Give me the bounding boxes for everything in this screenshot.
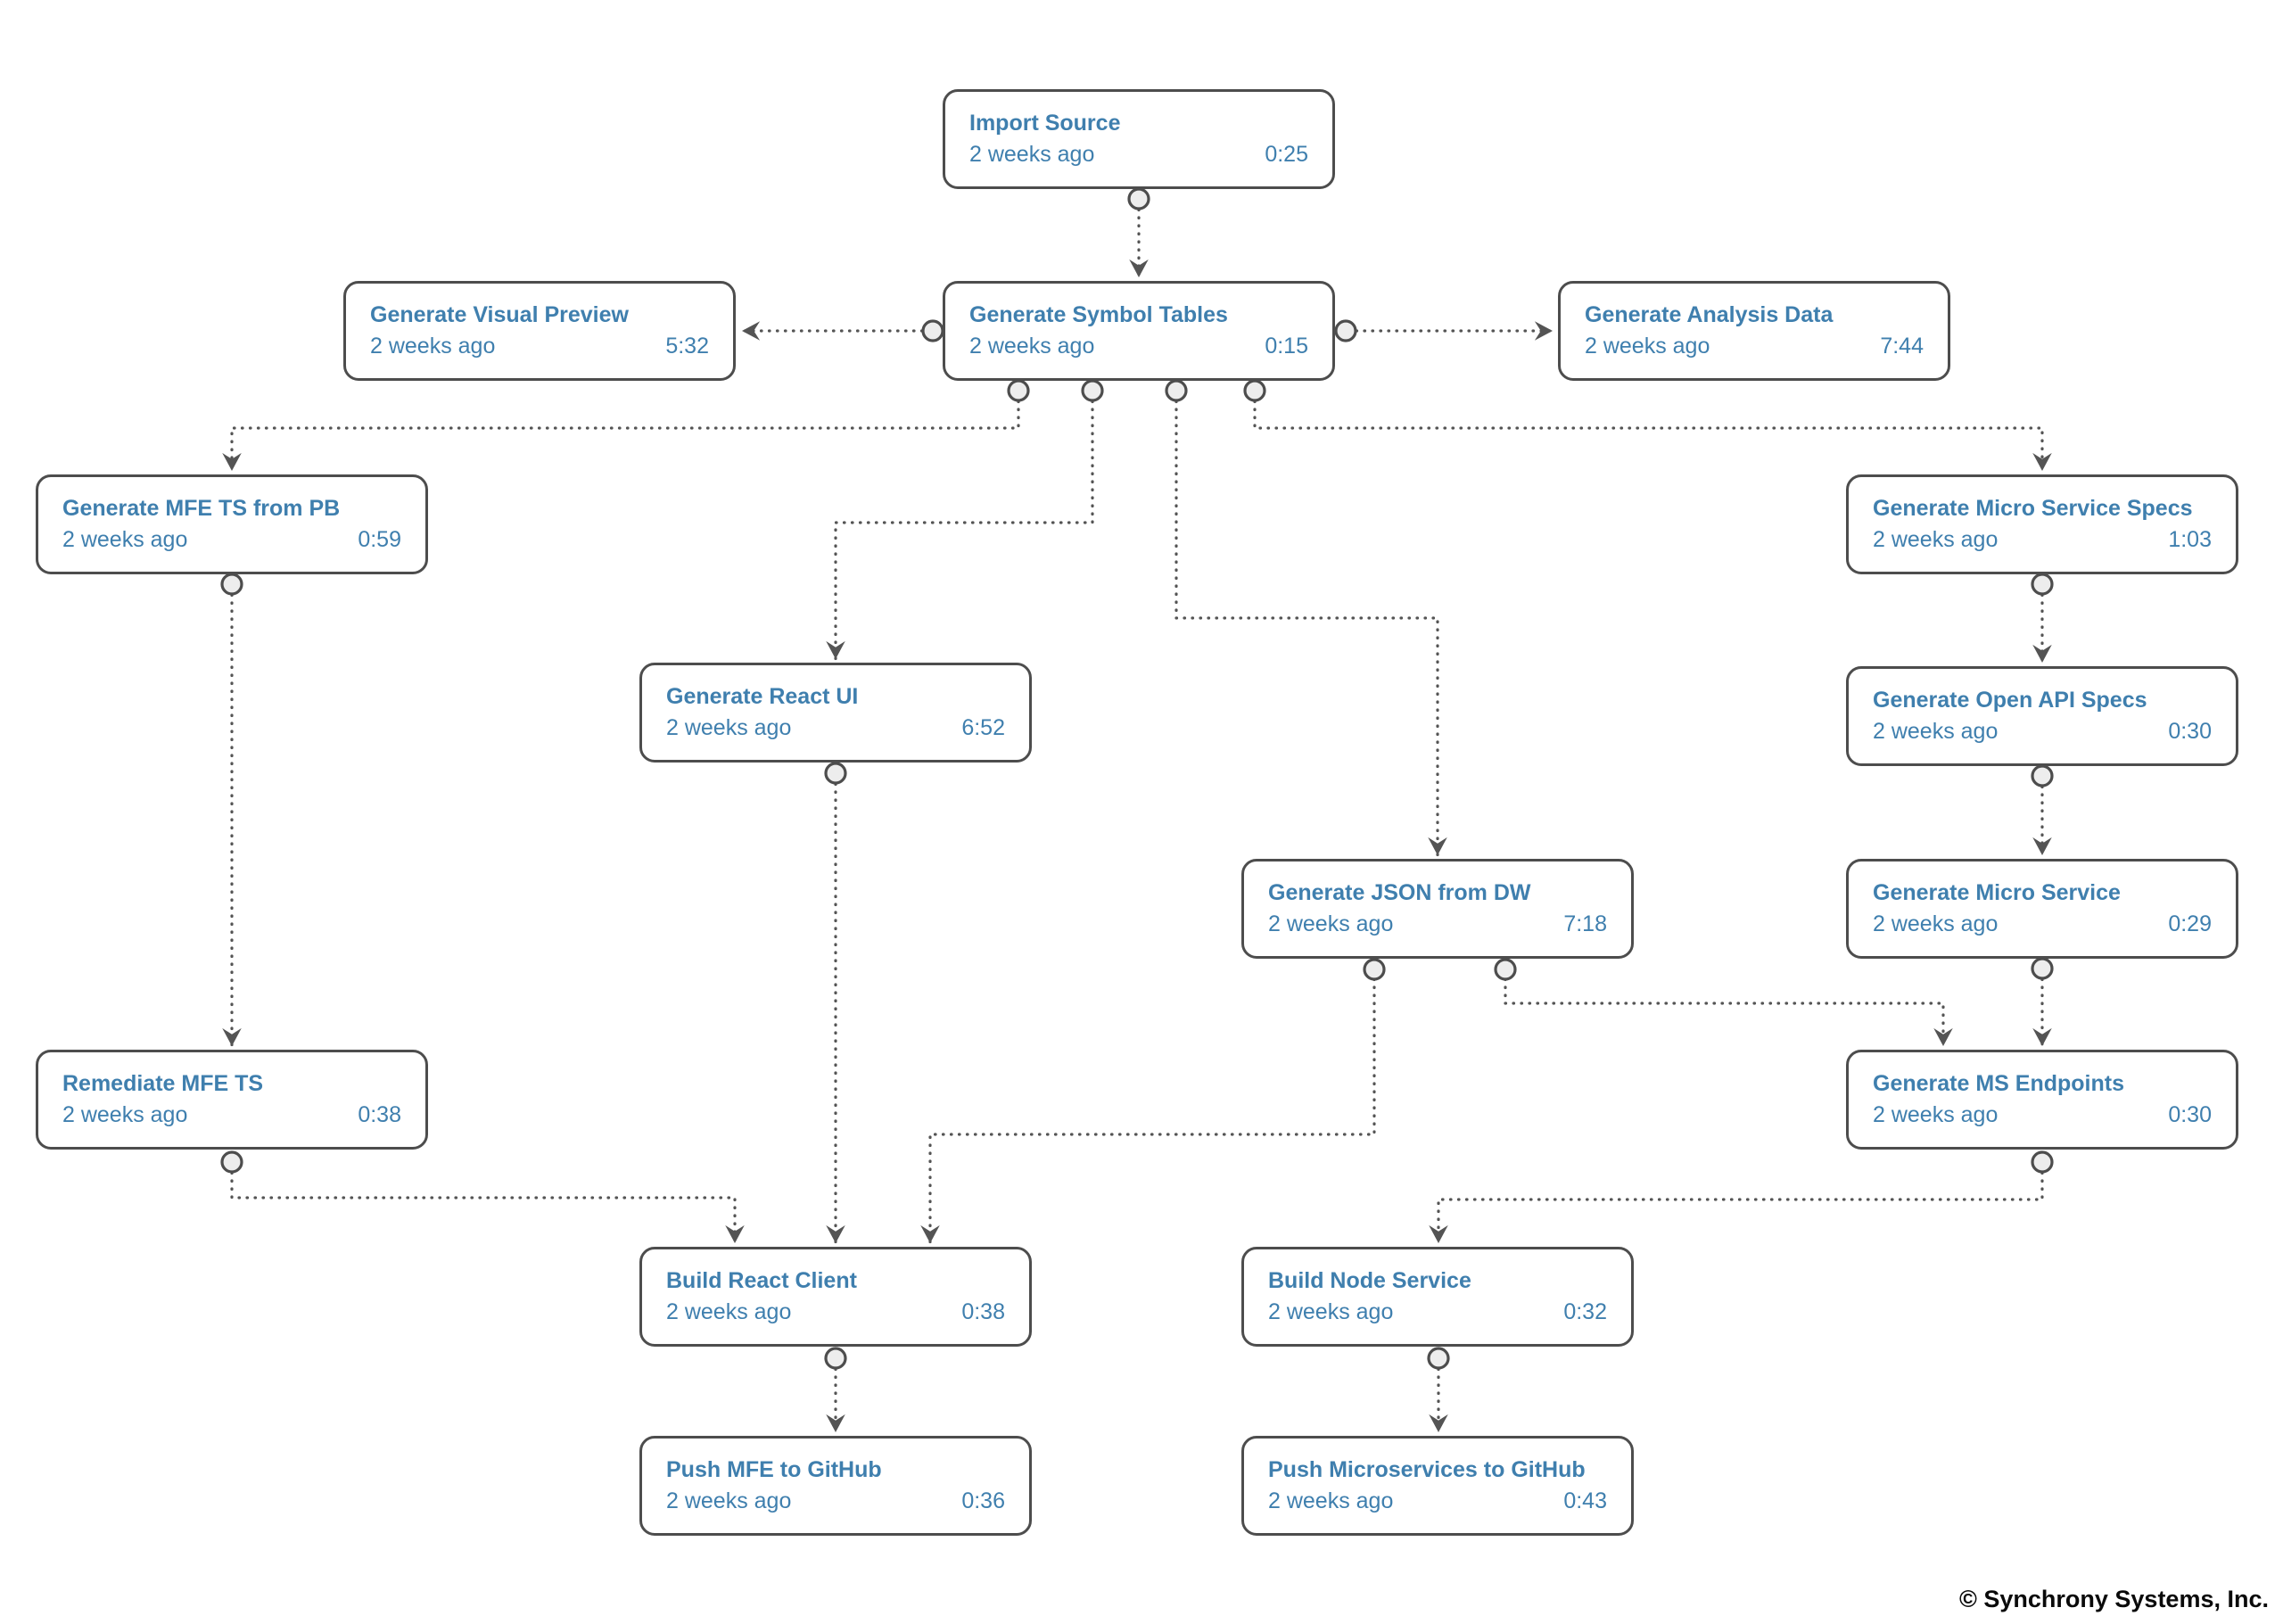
node-timestamp: 2 weeks ago	[370, 334, 496, 359]
connector-port	[1081, 379, 1104, 402]
edge-symbol-tables-to-json-from-dw	[1174, 400, 1447, 857]
connector-port	[220, 1150, 243, 1174]
node-title: Generate MFE TS from PB	[62, 496, 341, 521]
node-timestamp: 2 weeks ago	[1873, 527, 1999, 552]
node-import-source[interactable]: Import Source 2 weeks ago 0:25	[943, 89, 1335, 189]
edge-symbol-tables-to-react-ui	[826, 400, 1094, 661]
edge-json-from-dw-to-ms-endpoints	[1504, 977, 1953, 1048]
node-duration: 7:44	[1880, 334, 1924, 359]
edge-symbol-tables-to-mfe-ts-from-pb	[222, 400, 1020, 473]
node-generate-react-ui[interactable]: Generate React UI 2 weeks ago 6:52	[639, 663, 1032, 763]
connector-port	[1427, 1347, 1450, 1370]
node-timestamp: 2 weeks ago	[666, 1488, 792, 1513]
node-generate-symbol-tables[interactable]: Generate Symbol Tables 2 weeks ago 0:15	[943, 281, 1335, 381]
node-generate-json-from-dw[interactable]: Generate JSON from DW 2 weeks ago 7:18	[1241, 859, 1634, 959]
node-timestamp: 2 weeks ago	[969, 142, 1095, 167]
node-timestamp: 2 weeks ago	[1585, 334, 1710, 359]
connector-port	[1363, 958, 1386, 981]
node-duration: 0:43	[1563, 1488, 1607, 1513]
node-title: Import Source	[969, 111, 1121, 136]
edge-json-from-dw-to-build-react-client	[920, 977, 1376, 1245]
node-duration: 0:59	[358, 527, 401, 552]
node-generate-open-api-specs[interactable]: Generate Open API Specs 2 weeks ago 0:30	[1846, 666, 2238, 766]
node-title: Build Node Service	[1268, 1268, 1471, 1293]
node-generate-analysis-data[interactable]: Generate Analysis Data 2 weeks ago 7:44	[1558, 281, 1950, 381]
connector-port	[1165, 379, 1188, 402]
connector-port	[2031, 957, 2054, 980]
node-build-react-client[interactable]: Build React Client 2 weeks ago 0:38	[639, 1247, 1032, 1347]
node-duration: 0:30	[2168, 719, 2212, 744]
node-generate-micro-service[interactable]: Generate Micro Service 2 weeks ago 0:29	[1846, 859, 2238, 959]
connector-port	[921, 319, 944, 342]
node-build-node-service[interactable]: Build Node Service 2 weeks ago 0:32	[1241, 1247, 1634, 1347]
connector-port	[1334, 319, 1357, 342]
node-duration: 0:32	[1563, 1299, 1607, 1324]
node-duration: 0:25	[1265, 142, 1308, 167]
node-push-microservices-to-github[interactable]: Push Microservices to GitHub 2 weeks ago…	[1241, 1436, 1634, 1536]
node-generate-mfe-ts-from-pb[interactable]: Generate MFE TS from PB 2 weeks ago 0:59	[36, 474, 428, 574]
node-timestamp: 2 weeks ago	[969, 334, 1095, 359]
node-title: Push Microservices to GitHub	[1268, 1457, 1586, 1482]
node-title: Generate MS Endpoints	[1873, 1071, 2124, 1096]
node-title: Generate Open API Specs	[1873, 688, 2147, 713]
node-duration: 0:38	[358, 1102, 401, 1127]
node-duration: 5:32	[665, 334, 709, 359]
node-title: Generate Analysis Data	[1585, 302, 1834, 327]
node-duration: 0:36	[961, 1488, 1005, 1513]
node-generate-micro-service-specs[interactable]: Generate Micro Service Specs 2 weeks ago…	[1846, 474, 2238, 574]
node-timestamp: 2 weeks ago	[62, 1102, 188, 1127]
node-generate-visual-preview[interactable]: Generate Visual Preview 2 weeks ago 5:32	[343, 281, 736, 381]
node-timestamp: 2 weeks ago	[1268, 1299, 1394, 1324]
node-duration: 7:18	[1563, 911, 1607, 936]
node-remediate-mfe-ts[interactable]: Remediate MFE TS 2 weeks ago 0:38	[36, 1050, 428, 1150]
node-title: Remediate MFE TS	[62, 1071, 264, 1096]
node-generate-ms-endpoints[interactable]: Generate MS Endpoints 2 weeks ago 0:30	[1846, 1050, 2238, 1150]
node-title: Generate Micro Service Specs	[1873, 496, 2193, 521]
node-timestamp: 2 weeks ago	[666, 715, 792, 740]
node-timestamp: 2 weeks ago	[1873, 911, 1999, 936]
connector-port	[220, 573, 243, 596]
connector-port	[1007, 379, 1030, 402]
node-title: Generate Symbol Tables	[969, 302, 1228, 327]
connector-port	[1494, 958, 1517, 981]
node-title: Generate JSON from DW	[1268, 880, 1531, 905]
connector-port	[824, 762, 847, 785]
node-title: Generate React UI	[666, 684, 859, 709]
node-duration: 6:52	[961, 715, 1005, 740]
node-timestamp: 2 weeks ago	[666, 1299, 792, 1324]
node-timestamp: 2 weeks ago	[62, 527, 188, 552]
node-timestamp: 2 weeks ago	[1873, 1102, 1999, 1127]
node-title: Generate Visual Preview	[370, 302, 629, 327]
edge-remediate-mfe-ts-to-build-react-client	[230, 1171, 745, 1245]
node-title: Build React Client	[666, 1268, 857, 1293]
node-duration: 0:30	[2168, 1102, 2212, 1127]
edge-ms-endpoints-to-build-node-service	[1429, 1171, 2044, 1245]
connector-port	[824, 1347, 847, 1370]
copyright-notice: © Synchrony Systems, Inc.	[1958, 1586, 2269, 1612]
node-timestamp: 2 weeks ago	[1268, 911, 1394, 936]
connector-port	[2031, 1150, 2054, 1174]
node-push-mfe-to-github[interactable]: Push MFE to GitHub 2 weeks ago 0:36	[639, 1436, 1032, 1536]
edge-symbol-tables-to-micro-service-specs	[1253, 400, 2052, 473]
node-duration: 1:03	[2168, 527, 2212, 552]
node-title: Push MFE to GitHub	[666, 1457, 882, 1482]
connector-port	[1243, 379, 1266, 402]
node-timestamp: 2 weeks ago	[1873, 719, 1999, 744]
node-duration: 0:38	[961, 1299, 1005, 1324]
connector-port	[2031, 764, 2054, 787]
node-duration: 0:15	[1265, 334, 1308, 359]
connector-port	[1127, 187, 1150, 210]
node-duration: 0:29	[2168, 911, 2212, 936]
node-timestamp: 2 weeks ago	[1268, 1488, 1394, 1513]
connector-port	[2031, 573, 2054, 596]
node-title: Generate Micro Service	[1873, 880, 2121, 905]
